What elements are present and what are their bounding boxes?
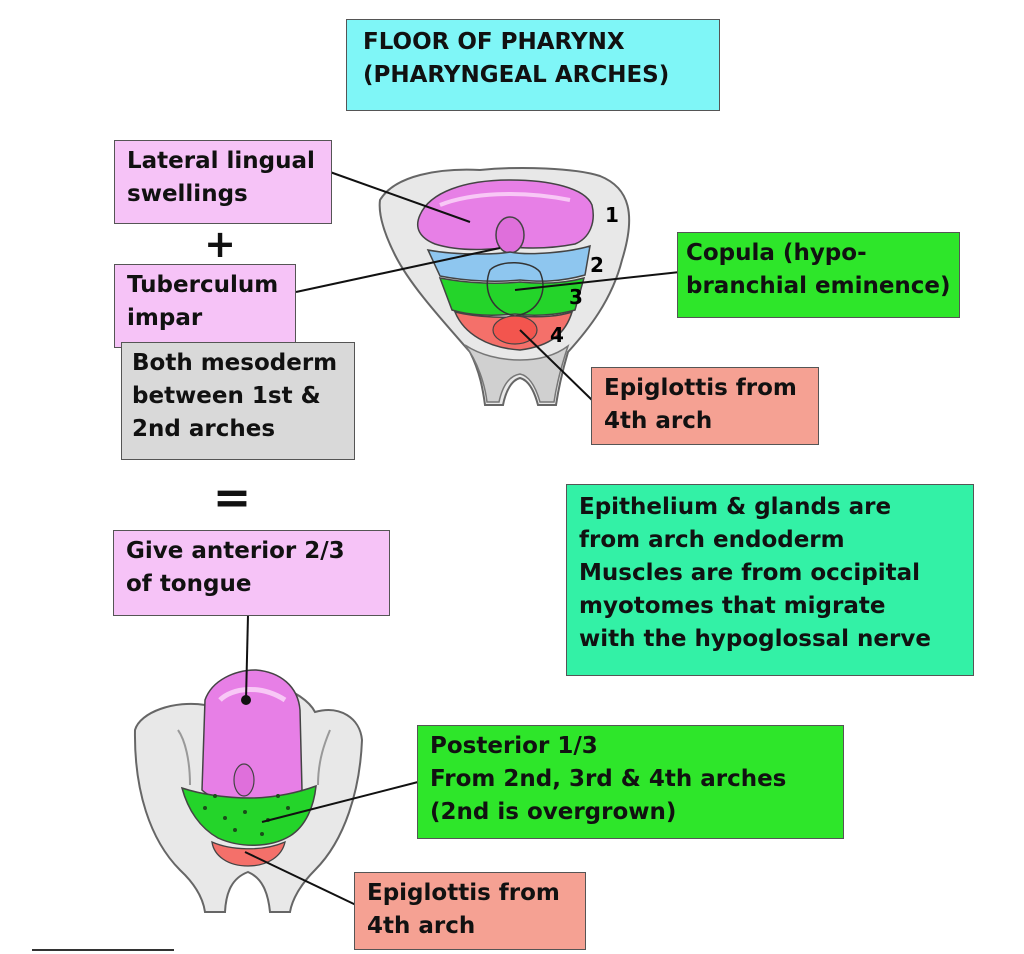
footer-rule [32,949,174,951]
leader-copula [514,271,681,291]
leader-lines [244,171,681,906]
copula-outline [486,262,544,317]
tuberculum-impar [495,216,525,254]
leader-epiglottis-top [519,329,593,401]
arch-number-4: 4 [550,323,564,347]
copula-label: Copula (hypo- branchial eminence) [677,232,960,318]
posterior-third-label: Posterior 1/3 From 2nd, 3rd & 4th arches… [417,725,844,839]
arch-number-2: 2 [590,253,604,277]
epiglottis-top-label: Epiglottis from 4th arch [591,367,819,445]
leader-lateral-lingual [329,171,471,223]
diagram-title: FLOOR OF PHARYNX (PHARYNGEAL ARCHES) [346,19,720,111]
tongue-median-swelling [233,763,255,797]
tuberculum-impar-label: Tuberculum impar [114,264,296,348]
tongue-illustration [133,669,364,913]
lateral-lingual-swellings-label: Lateral lingual swellings [114,140,332,224]
tongue-inner-shadow [177,729,331,786]
leader-posterior [261,781,419,823]
pharynx-floor-illustration: 1 2 3 4 [378,167,631,406]
arch-1-highlight [439,191,571,207]
leader-epiglottis-bottom [244,851,357,906]
leader-tuberculum [295,247,501,293]
leader-dot-give-anterior [241,695,251,705]
tongue-highlight [218,686,287,703]
equals-sign: = [212,470,252,524]
give-anterior-label: Give anterior 2/3 of tongue [113,530,390,616]
plus-sign: + [204,222,236,266]
leader-give-anterior [245,614,249,701]
arch-number-3: 3 [569,285,583,309]
both-mesoderm-label: Both mesoderm between 1st & 2nd arches [121,342,355,460]
pharynx-lower-shadow [464,343,570,403]
epiglottis-bottom-label: Epiglottis from 4th arch [354,872,586,950]
arch-3 [438,276,586,316]
arch-number-1: 1 [605,203,619,227]
tongue-posterior [180,784,317,846]
epithelium-note: Epithelium & glands are from arch endode… [566,484,974,676]
